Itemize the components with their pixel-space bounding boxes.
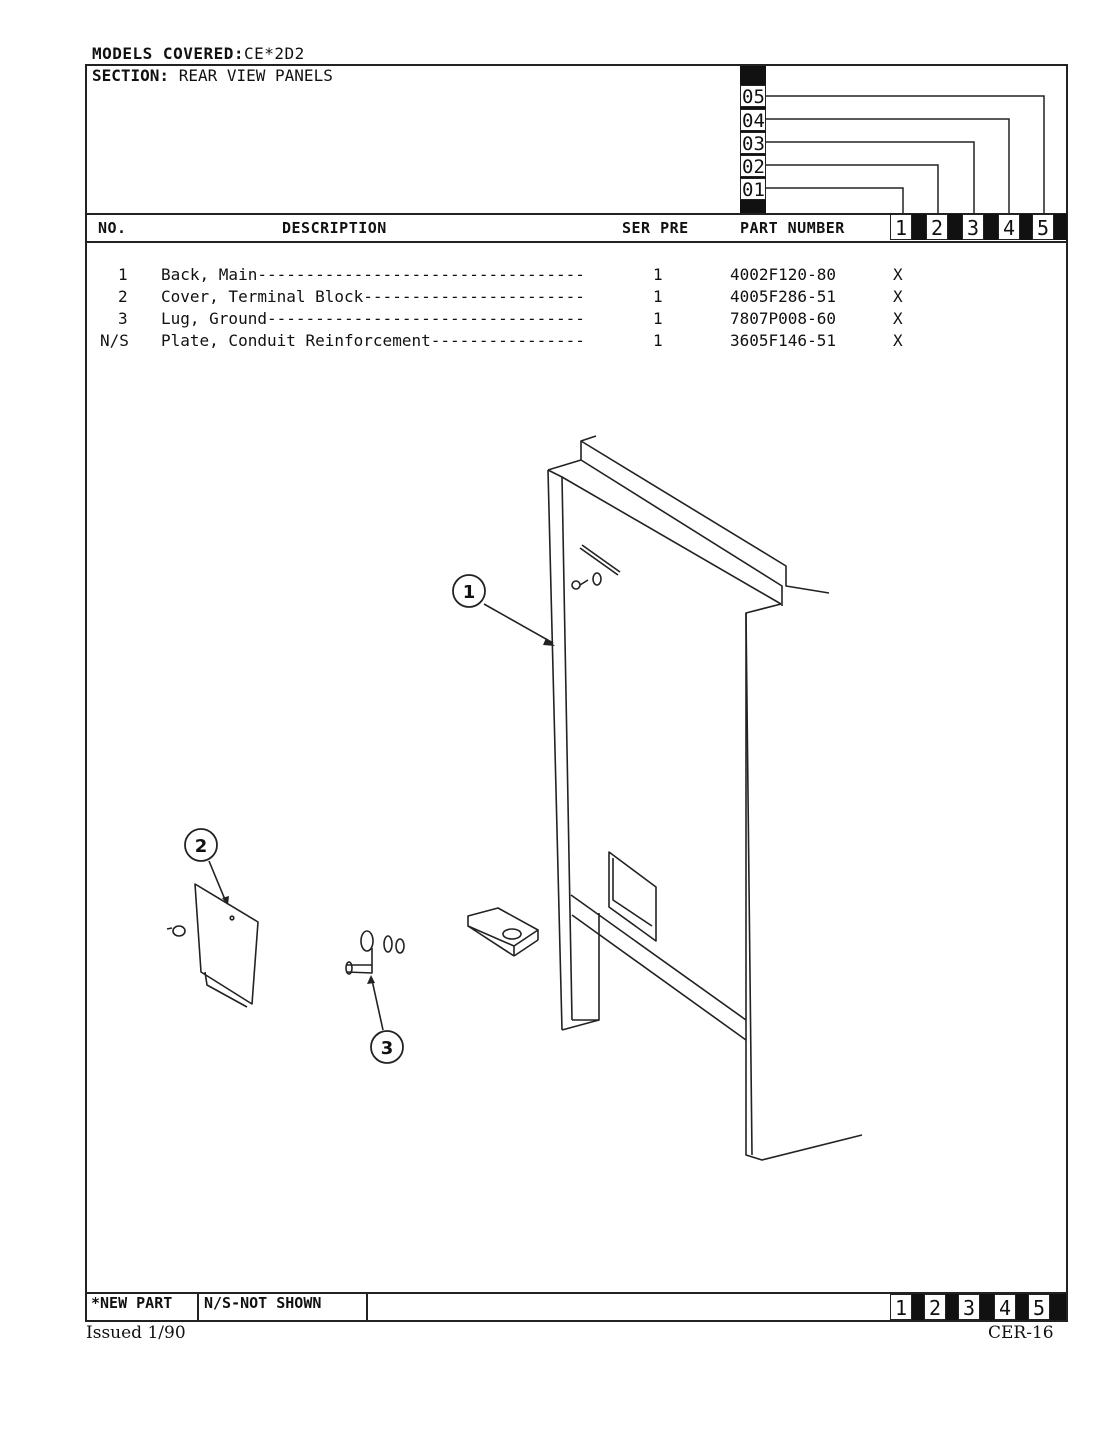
model-col-divider-2: [948, 214, 962, 240]
part-description: Lug, Ground-----------------------------…: [161, 309, 585, 328]
exploded-parts-diagram: 1 2 3: [166, 435, 863, 1161]
ground-lug: [345, 930, 405, 975]
new-part-legend: *NEW PART: [91, 1294, 173, 1312]
part-no: N/S: [100, 331, 129, 350]
serial-code-04: 04: [740, 109, 766, 132]
col-description-header: DESCRIPTION: [282, 219, 387, 237]
callout-3-label: 3: [381, 1038, 394, 1059]
part-qty: 1: [653, 265, 663, 284]
model-col-divider-5: [1054, 214, 1067, 240]
footer-model-col-1: 1: [890, 1294, 912, 1320]
callout-2: 2: [184, 828, 218, 862]
part-number: 3605F146-51: [730, 331, 836, 350]
callout-3: 3: [370, 1030, 404, 1064]
model-col-2: 2: [926, 214, 948, 240]
serial-code-02: 02: [740, 155, 766, 178]
footer-model-col-5: 5: [1028, 1294, 1050, 1320]
part-model-mark: X: [893, 287, 903, 306]
models-covered: MODELS COVERED:CE*2D2: [92, 44, 305, 63]
model-col-5: 5: [1032, 214, 1054, 240]
col-part-number-header: PART NUMBER: [740, 219, 845, 237]
model-col-3: 3: [962, 214, 984, 240]
col-ser-pre-header: SER PRE: [622, 219, 689, 237]
footer-top-rule: [85, 1292, 1068, 1294]
part-description: Plate, Conduit Reinforcement------------…: [161, 331, 585, 350]
top-rail: [547, 435, 830, 606]
model-col-1: 1: [890, 214, 912, 240]
callout-1: 1: [452, 574, 486, 608]
terminal-block-cover: [166, 883, 259, 1008]
part-no: 2: [118, 287, 128, 306]
page-frame: [85, 64, 1068, 1322]
model-col-divider-1: [912, 214, 926, 240]
part-number: 7807P008-60: [730, 309, 836, 328]
section-title: SECTION: REAR VIEW PANELS: [92, 66, 333, 85]
part-no: 3: [118, 309, 128, 328]
model-col-divider-3: [984, 214, 998, 240]
models-covered-value: CE*2D2: [244, 44, 305, 63]
callout-2-label: 2: [195, 836, 208, 857]
part-number: 4005F286-51: [730, 287, 836, 306]
callout-leaders: [208, 603, 554, 1031]
serial-code-03: 03: [740, 132, 766, 155]
serial-code-01: 01: [740, 178, 766, 201]
callout-1-label: 1: [463, 582, 476, 603]
part-qty: 1: [653, 331, 663, 350]
section-value: REAR VIEW PANELS: [178, 66, 333, 85]
issued-date: Issued 1/90: [86, 1323, 186, 1343]
footer-divider-1: [197, 1292, 199, 1322]
footer-model-divider-1: [912, 1294, 924, 1320]
header-top-rule: [85, 213, 1068, 215]
footer-model-col-3: 3: [958, 1294, 980, 1320]
serial-connector-lines: [766, 95, 1045, 214]
model-col-4: 4: [998, 214, 1020, 240]
part-no: 1: [118, 265, 128, 284]
footer-model-divider-5: [1050, 1294, 1066, 1320]
model-col-divider-4: [1020, 214, 1032, 240]
part-description: Back, Main------------------------------…: [161, 265, 585, 284]
header-bottom-rule: [85, 241, 1068, 243]
models-covered-label: MODELS COVERED:: [92, 44, 244, 63]
part-qty: 1: [653, 309, 663, 328]
not-shown-legend: N/S-NOT SHOWN: [204, 1294, 322, 1312]
footer-divider-2: [366, 1292, 368, 1322]
part-model-mark: X: [893, 331, 903, 350]
footer-model-divider-2: [946, 1294, 958, 1320]
footer-model-divider-3: [980, 1294, 994, 1320]
part-qty: 1: [653, 287, 663, 306]
section-label: SECTION:: [92, 66, 170, 85]
page-code: CER-16: [988, 1323, 1054, 1343]
footer-model-col-2: 2: [924, 1294, 946, 1320]
part-description: Cover, Terminal Block-------------------…: [161, 287, 585, 306]
col-no-header: NO.: [98, 219, 127, 237]
main-back-panel: [547, 469, 863, 1161]
serial-code-05: 05: [740, 85, 766, 108]
part-model-mark: X: [893, 309, 903, 328]
part-model-mark: X: [893, 265, 903, 284]
footer-model-col-4: 4: [994, 1294, 1016, 1320]
conduit-plate: [467, 907, 539, 957]
footer-model-divider-4: [1016, 1294, 1028, 1320]
part-number: 4002F120-80: [730, 265, 836, 284]
